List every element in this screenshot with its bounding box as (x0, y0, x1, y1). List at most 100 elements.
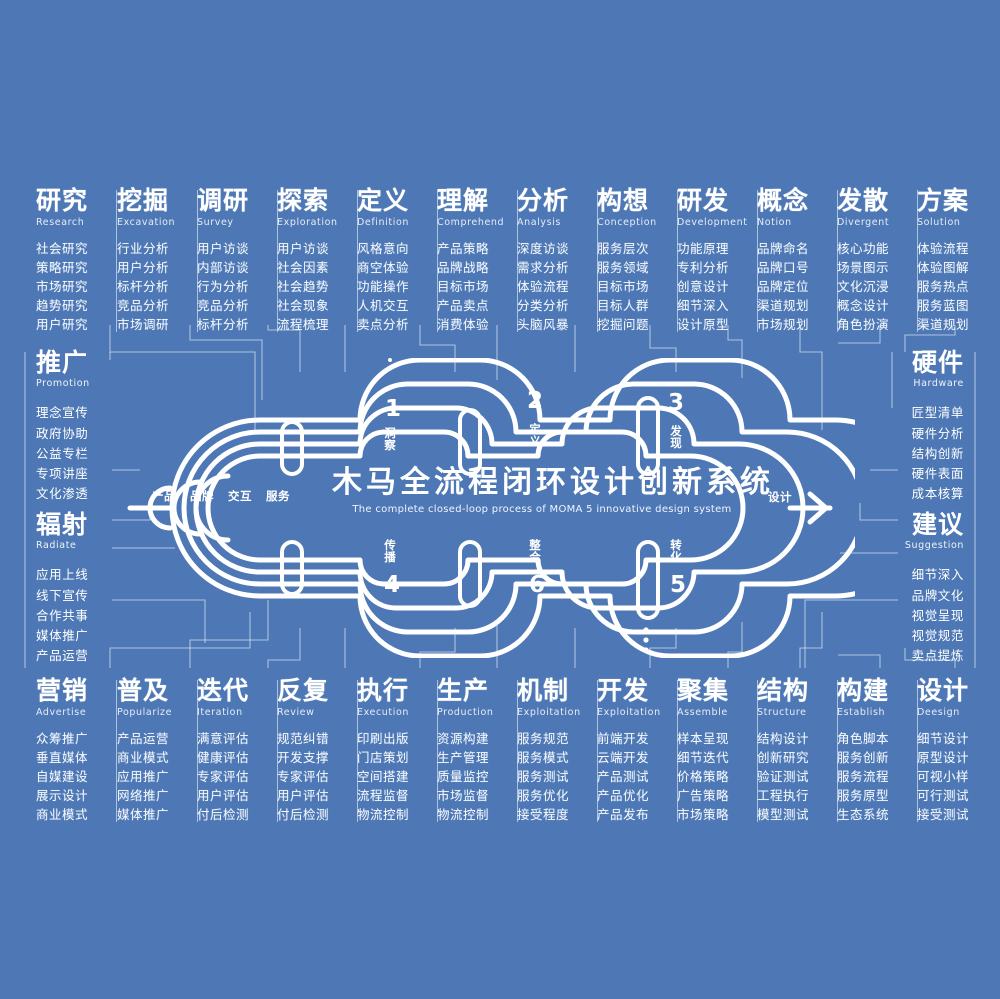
column-analysis[interactable]: 分析 Analysis 深度访谈 需求分析 体验流程 分类分析 头脑风暴 (517, 187, 598, 334)
list-item: 细节设计 (917, 730, 970, 746)
column-research[interactable]: 研究 Research 社会研究 策略研究 市场研究 趋势研究 用户研究 (36, 187, 117, 334)
column-title-en: Iteration (197, 707, 243, 719)
list-item: 服务模式 (517, 749, 570, 765)
column-items: 细节设计 原型设计 可视小样 可行测试 接受测试 (917, 729, 991, 824)
column-items: 结构设计 创新研究 验证测试 工程执行 模型测试 (757, 729, 831, 824)
column-title-en: Exploration (277, 217, 338, 229)
column-items: 角色脚本 服务创新 服务流程 服务原型 生态系统 (837, 729, 911, 824)
list-item: 目标人群 (597, 297, 650, 313)
column-development[interactable]: 研发 Development 功能原理 专利分析 创意设计 细节深入 设计原型 (677, 187, 758, 334)
column-items: 核心功能 场景图示 文化沉浸 概念设计 角色扮演 (837, 239, 911, 334)
list-item: 产品运营 (117, 730, 170, 746)
panel-promotion[interactable]: 推广 Promotion 理念宣传 政府协助 公益专栏 专项讲座 文化渗透 (36, 349, 128, 505)
panel-title-cn: 辐射 (36, 510, 89, 539)
column-production[interactable]: 生产 Production 资源构建 生产管理 质量监控 市场监督 物流控制 (437, 677, 518, 824)
list-item: 服务规范 (517, 730, 570, 746)
column-mechanism[interactable]: 机制 Exploitation 服务规范 服务模式 服务测试 服务优化 接受程度 (517, 676, 598, 824)
column-comprehend[interactable]: 理解 Comprehend 产品策略 品牌战略 目标市场 产品卖点 消费体验 (437, 186, 518, 334)
panel-suggestion[interactable]: 建议 Suggestion 细节深入 品牌文化 视觉呈现 视觉规范 卖点提炼 (872, 511, 964, 667)
list-item: 政府协助 (36, 425, 89, 441)
column-iteration[interactable]: 迭代 Iteration 满意评估 健康评估 专家评估 用户评估 付后检测 (197, 676, 278, 824)
list-item: 生产管理 (437, 749, 490, 765)
column-title-cn: 设计 (917, 676, 970, 705)
column-execution[interactable]: 执行 Execution 印刷出版 门店策划 空间搭建 流程监督 物流控制 (357, 676, 438, 824)
list-item: 服务优化 (517, 787, 570, 803)
list-item: 服务原型 (837, 787, 890, 803)
column-items: 产品策略 品牌战略 目标市场 产品卖点 消费体验 (437, 239, 511, 334)
list-item: 服务层次 (597, 240, 650, 256)
column-title-cn: 调研 (197, 186, 250, 215)
list-item: 价格策略 (677, 768, 730, 784)
list-item: 市场规划 (757, 316, 810, 332)
column-title-en: Structure (757, 707, 807, 719)
list-item: 竞品分析 (197, 297, 250, 313)
list-item: 细节深入 (677, 297, 730, 313)
column-title-cn: 执行 (357, 676, 410, 705)
list-item: 社会研究 (36, 240, 89, 256)
panel-items: 细节深入 品牌文化 视觉呈现 视觉规范 卖点提炼 (872, 565, 964, 666)
column-title-cn: 方案 (917, 186, 970, 215)
list-item: 标杆分析 (197, 316, 250, 332)
list-item: 服务蓝图 (917, 297, 970, 313)
list-item: 市场监督 (437, 787, 490, 803)
list-item: 服务测试 (517, 768, 570, 784)
list-item: 市场研究 (36, 278, 89, 294)
column-design[interactable]: 设计 Deesign 细节设计 原型设计 可视小样 可行测试 接受测试 (917, 676, 991, 824)
column-establish[interactable]: 构建 Establish 角色脚本 服务创新 服务流程 服务原型 生态系统 (837, 677, 918, 824)
list-item: 可视小样 (917, 768, 970, 784)
column-definition[interactable]: 定义 Definition 风格意向 商空体验 功能操作 人机交互 卖点分析 (357, 187, 438, 334)
list-item: 社会趋势 (277, 278, 330, 294)
list-item: 媒体推广 (36, 628, 89, 643)
list-item: 结构设计 (757, 730, 810, 746)
column-items: 众筹推广 垂直媒体 自媒建设 展示设计 商业模式 (36, 729, 110, 824)
list-item: 专家评估 (197, 768, 250, 784)
list-item: 视觉规范 (911, 628, 964, 643)
list-item: 核心功能 (837, 240, 890, 256)
panel-items: 匠型清单 硬件分析 结构创新 硬件表面 成本核算 (872, 403, 964, 504)
column-solution[interactable]: 方案 Solution 体验流程 体验图解 服务热点 服务蓝图 渠道规划 (917, 186, 991, 334)
list-item: 功能原理 (677, 240, 730, 256)
column-popularize[interactable]: 普及 Popularize 产品运营 商业模式 应用推广 网络推广 媒体推广 (117, 677, 198, 824)
list-item: 商业模式 (117, 749, 170, 765)
list-item: 细节迭代 (677, 749, 730, 765)
panel-hardware[interactable]: 硬件 Hardware 匠型清单 硬件分析 结构创新 硬件表面 成本核算 (872, 348, 964, 505)
list-item: 品牌定位 (757, 278, 810, 294)
list-item: 产品卖点 (437, 297, 490, 313)
column-title-cn: 反复 (277, 676, 330, 705)
column-conception[interactable]: 构想 Conception 服务层次 服务领域 目标市场 目标人群 挖掘问题 (597, 187, 678, 334)
list-item: 策略研究 (36, 259, 89, 275)
column-title-en: Comprehend (437, 217, 505, 229)
list-item: 生态系统 (837, 806, 890, 822)
column-excavation[interactable]: 挖掘 Excavation 行业分析 用户分析 标杆分析 竞品分析 市场调研 (117, 187, 198, 334)
column-assemble[interactable]: 聚集 Assemble 样本呈现 细节迭代 价格策略 广告策略 市场策略 (677, 677, 758, 824)
column-title-cn: 理解 (437, 186, 490, 215)
column-title-en: Excavation (117, 217, 176, 229)
panel-title-en: Suggestion (904, 540, 964, 552)
list-item: 云端开发 (597, 749, 650, 765)
column-title-cn: 机制 (517, 676, 570, 705)
column-advertise[interactable]: 营销 Advertise 众筹推广 垂直媒体 自媒建设 展示设计 商业模式 (36, 676, 117, 824)
column-survey[interactable]: 调研 Survey 用户访谈 内部访谈 行为分析 竞品分析 标杆分析 (197, 186, 278, 334)
column-items: 样本呈现 细节迭代 价格策略 广告策略 市场策略 (677, 729, 751, 824)
panel-radiate[interactable]: 辐射 Radiate 应用上线 线下宣传 合作共事 媒体推广 产品运营 (36, 510, 128, 667)
column-exploration[interactable]: 探索 Exploration 用户访谈 社会因素 社会趋势 社会现象 流程梳理 (277, 187, 358, 334)
column-title-en: Advertise (36, 707, 87, 719)
panel-title-cn: 硬件 (911, 348, 964, 377)
list-item: 深度访谈 (517, 240, 570, 256)
list-item: 物流控制 (437, 806, 490, 822)
column-title-en: Solution (917, 217, 961, 229)
list-item: 硬件表面 (911, 466, 964, 481)
column-divergent[interactable]: 发散 Divergent 核心功能 场景图示 文化沉浸 概念设计 角色扮演 (837, 187, 918, 334)
column-title-en: Survey (197, 217, 234, 229)
column-structure[interactable]: 结构 Structure 结构设计 创新研究 验证测试 工程执行 模型测试 (757, 677, 838, 824)
list-item: 规范纠错 (277, 730, 330, 746)
column-exploitation[interactable]: 开发 Exploitation 前端开发 云端开发 产品测试 产品优化 产品发布 (597, 677, 678, 824)
column-notion[interactable]: 概念 Notion 品牌命名 品牌口号 品牌定位 渠道规划 市场规划 (757, 187, 838, 334)
column-review[interactable]: 反复 Review 规范纠错 开发支撑 专家评估 用户评估 付后检测 (277, 676, 358, 824)
column-title-cn: 营销 (36, 676, 89, 705)
list-item: 目标市场 (597, 278, 650, 294)
list-item: 媒体推广 (117, 806, 170, 822)
list-item: 合作共事 (36, 607, 89, 623)
column-title-cn: 迭代 (197, 676, 250, 705)
column-title-en: Production (437, 707, 494, 719)
